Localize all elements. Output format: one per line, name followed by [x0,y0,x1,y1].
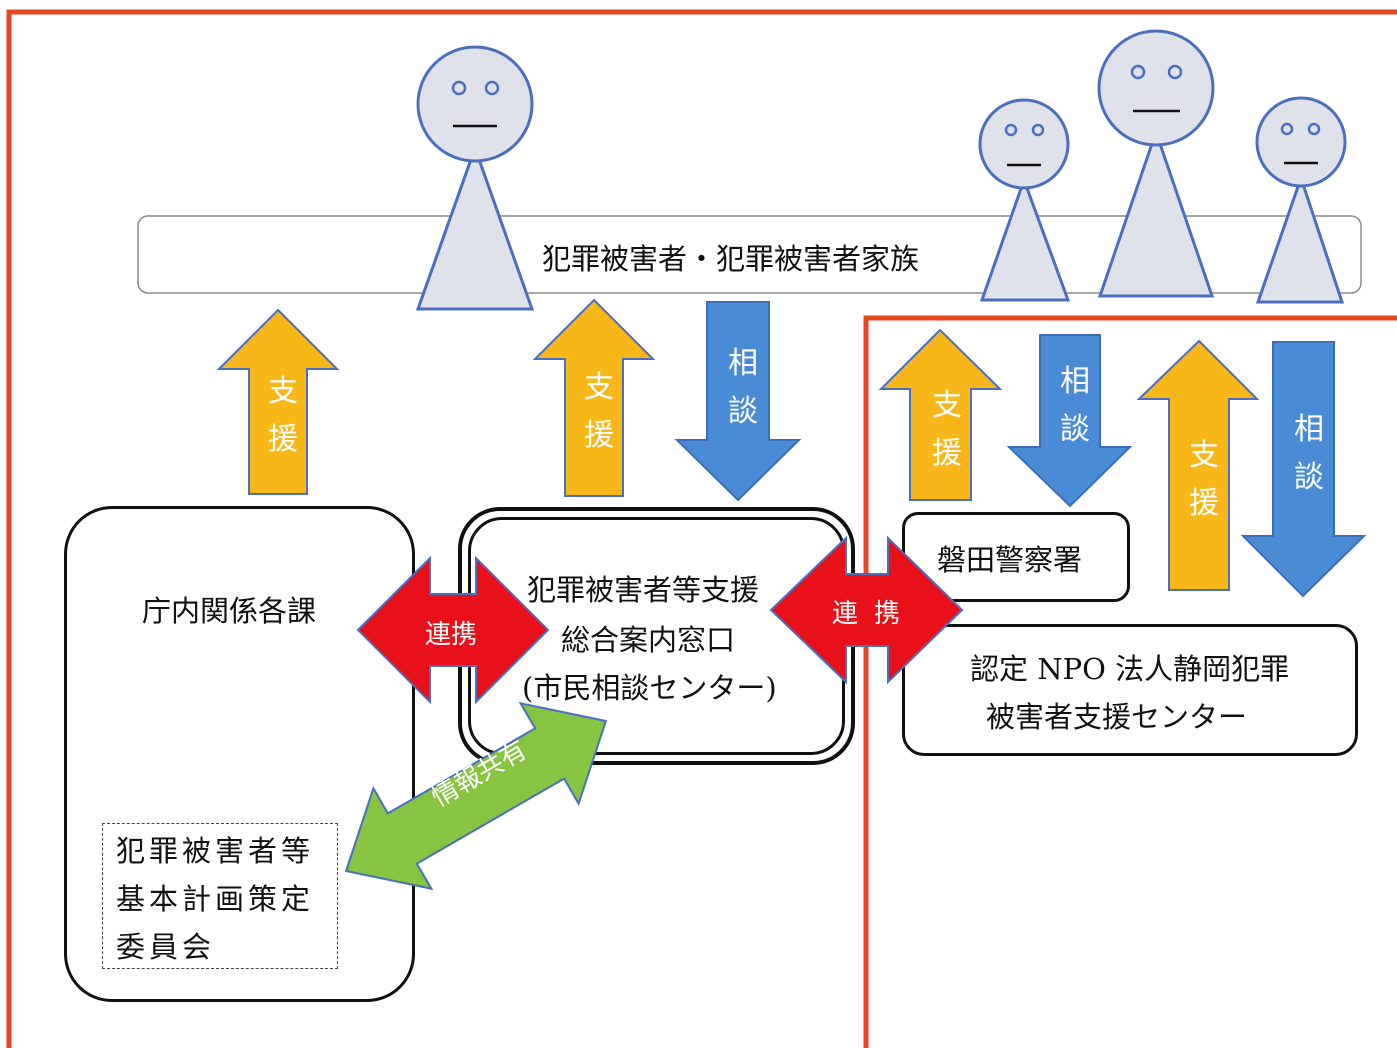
cooperation-arrow-1 [356,555,550,705]
consult-arrow-4-text: 相談 [1294,412,1324,495]
cooperation-2-label-a: 連 [832,599,859,629]
support-arrow-2-label: 支援 [579,364,619,460]
support-arrow-1-text: 支援 [268,374,298,457]
police-label: 磐田警察署 [937,543,1083,577]
support-center-line-1: 犯罪被害者等支援 [527,573,760,607]
consult-arrow-2-label: 相談 [723,340,763,436]
info-sharing-arrow [344,701,608,891]
npo-box [902,624,1358,756]
consult-arrow-3-label: 相談 [1055,358,1095,454]
outer-frame [6,9,1397,1048]
cooperation-arrow-2 [769,535,964,685]
consult-arrow-3-text: 相談 [1060,364,1090,447]
support-center-line-3: (市民相談センター) [522,671,777,705]
support-arrow-1-label: 支援 [263,368,303,464]
cooperation-1-label: 連携 [425,620,478,650]
victims-band-label: 犯罪被害者・犯罪被害者家族 [542,242,920,276]
support-arrow-3-text: 支援 [932,388,962,471]
external-orgs-frame [863,315,1397,1048]
person-figure-1 [415,45,535,311]
npo-line-2: 被害者支援センター [986,700,1248,734]
consult-arrow-3 [1006,334,1133,508]
support-arrow-1 [216,308,340,495]
consult-arrow-4-label: 相談 [1289,406,1329,502]
support-arrow-4 [1136,339,1260,591]
consult-arrow-2 [674,301,802,502]
support-arrow-4-text: 支援 [1189,438,1219,521]
committee-line-2: 基本計画策定 [116,882,315,916]
npo-line-1: 認定 NPO 法人静岡犯罪 [970,652,1290,686]
committee-line-3: 委員会 [116,930,216,964]
committee-line-1: 犯罪被害者等 [116,834,315,868]
support-arrow-3 [878,328,1003,501]
consult-arrow-2-text: 相談 [728,346,758,429]
support-arrow-4-label: 支援 [1184,432,1224,528]
cooperation-2-label-b: 携 [874,599,901,629]
support-arrow-2 [532,298,656,497]
person-figure-3 [1097,29,1215,298]
support-arrow-2-text: 支援 [584,370,614,453]
committee-box [102,823,338,969]
support-center-line-2: 総合案内窓口 [561,623,736,657]
police-box [902,512,1130,602]
person-figure-2 [978,98,1071,302]
departments-label: 庁内関係各課 [142,594,317,628]
consult-arrow-4 [1240,341,1367,598]
person-figure-4 [1255,96,1347,304]
support-arrow-3-label: 支援 [927,382,967,478]
